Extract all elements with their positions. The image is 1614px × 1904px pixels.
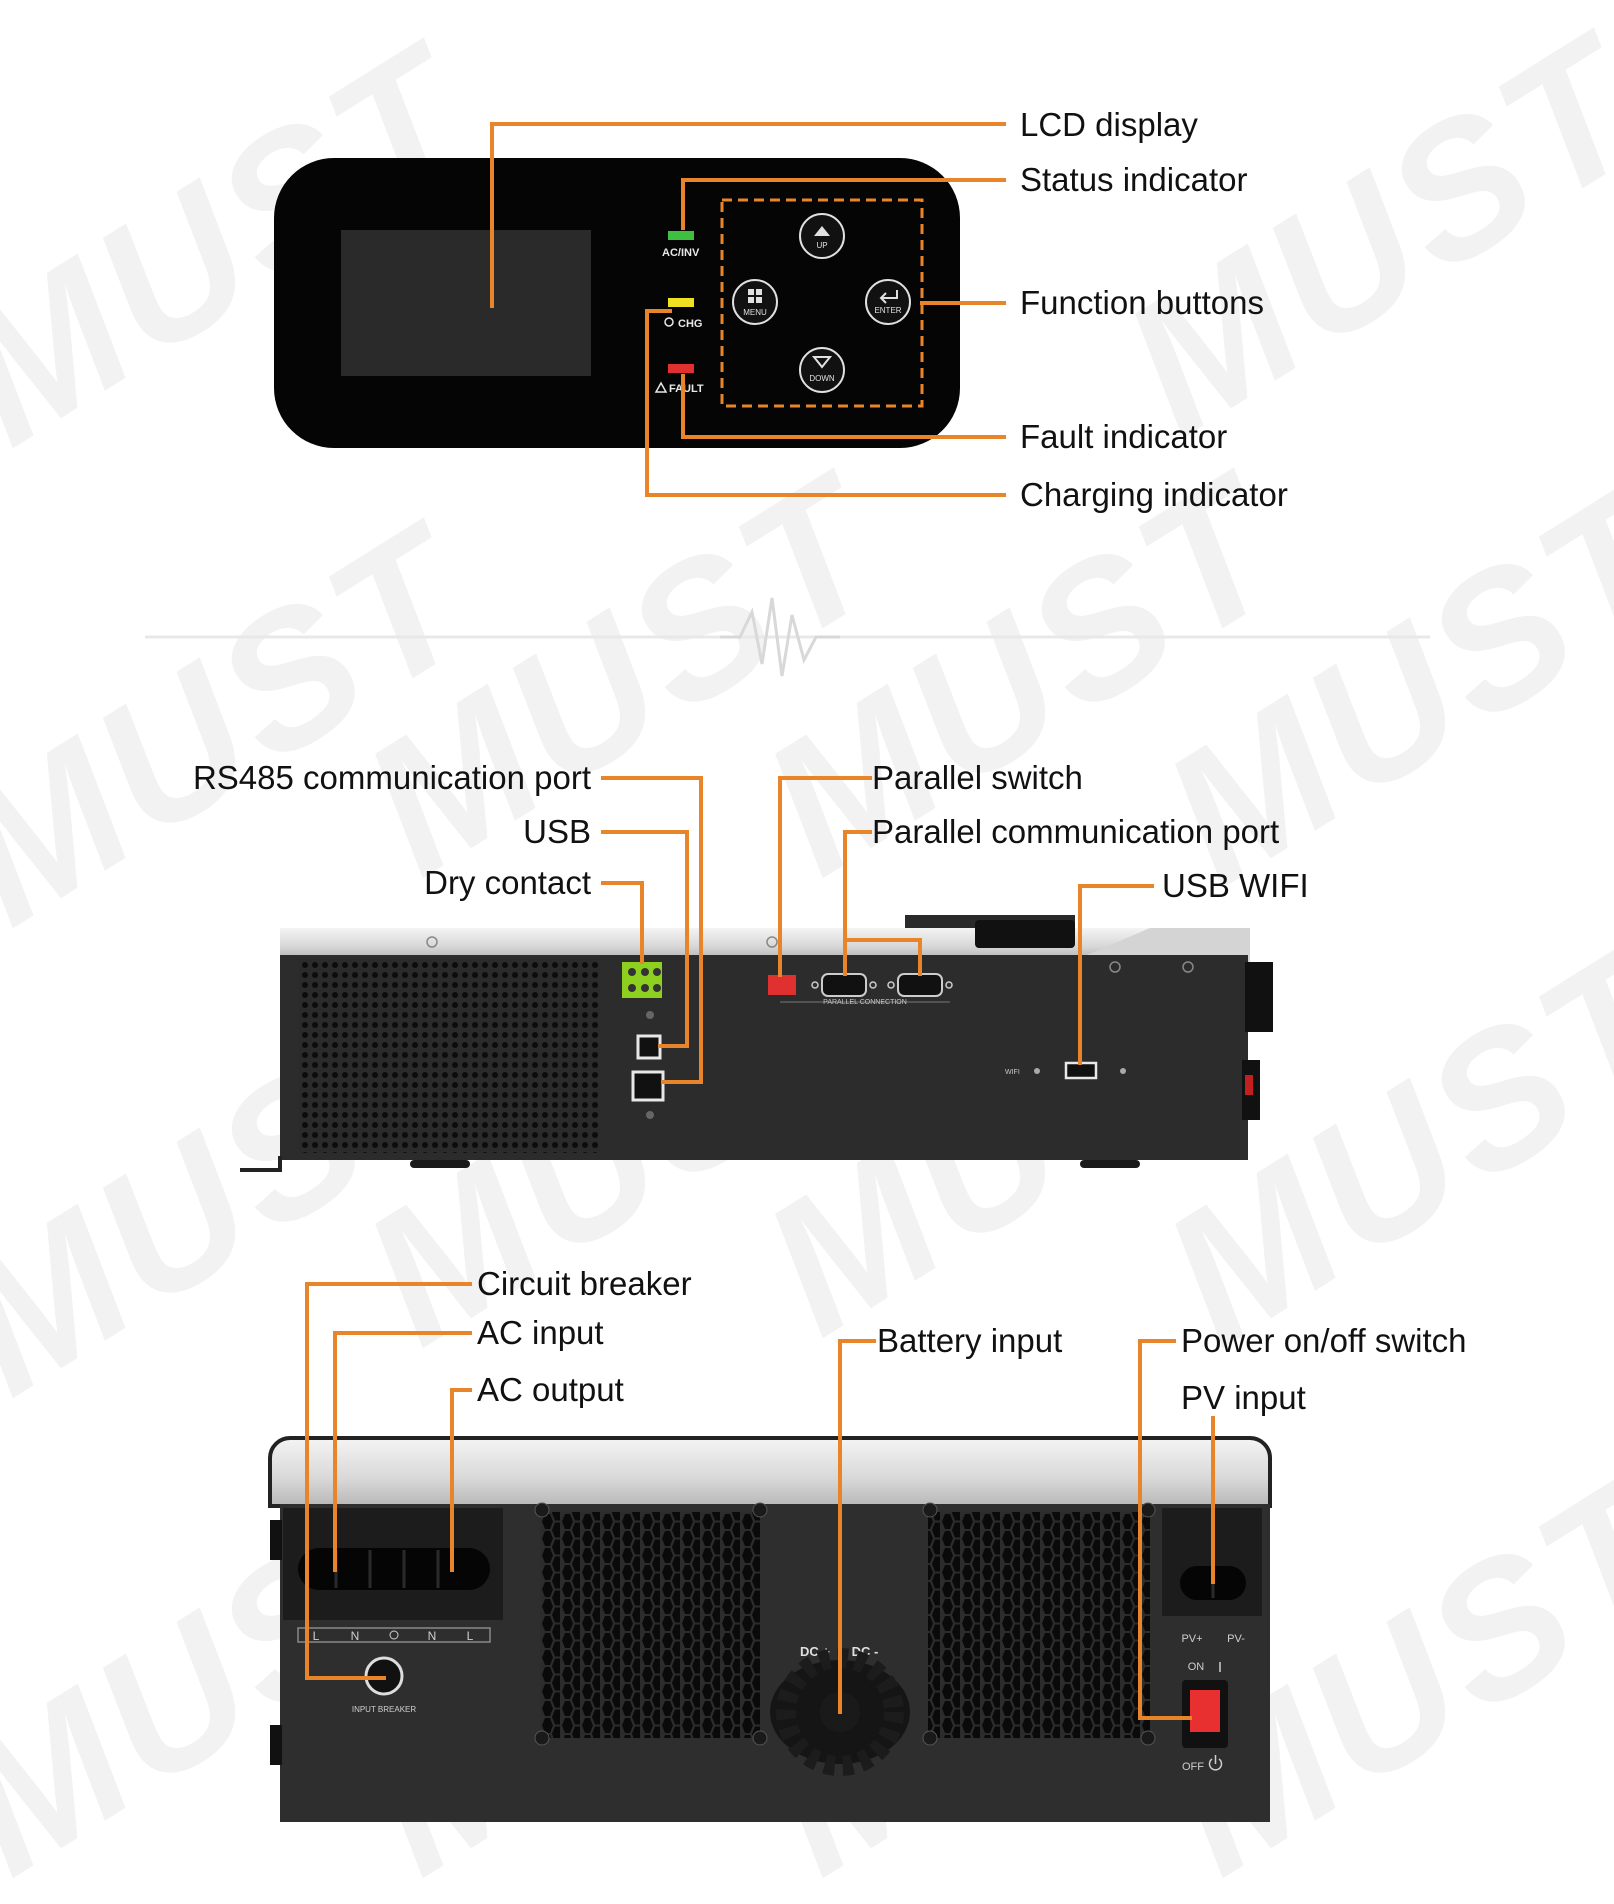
fault-led <box>668 364 694 373</box>
side-panel: PARALLEL CONNECTION WIFI RS485 communica… <box>193 759 1309 1172</box>
fault-leader <box>681 374 1006 439</box>
callout-circuit-breaker: Circuit breaker <box>477 1265 692 1302</box>
up-text: UP <box>816 241 827 250</box>
side-top-rail <box>280 928 1250 958</box>
parallel-port-2[interactable] <box>887 973 953 997</box>
ac-terminal-slot[interactable] <box>298 1548 490 1590</box>
input-breaker-text: INPUT BREAKER <box>352 1705 417 1714</box>
terminal-l1: L <box>313 1629 320 1643</box>
windows-icon <box>748 289 762 303</box>
menu-button[interactable]: MENU <box>732 279 778 325</box>
parallel-switch[interactable] <box>768 975 796 995</box>
callout-charging-indicator: Charging indicator <box>1020 476 1288 513</box>
fault-text: FAULT <box>669 383 704 395</box>
rs485-port[interactable] <box>631 1070 665 1102</box>
parallel-switch-leader <box>778 776 872 977</box>
chg-symbol-icon <box>664 317 674 327</box>
enter-text: ENTER <box>874 306 901 315</box>
callout-lcd-display: LCD display <box>1020 106 1198 143</box>
terminal-n2: N <box>428 1629 437 1643</box>
fan-grille-left <box>540 1512 760 1738</box>
handle <box>975 920 1075 948</box>
menu-text: MENU <box>743 308 767 317</box>
section-divider <box>145 597 1430 677</box>
callout-usb: USB <box>523 813 591 850</box>
callout-battery-input: Battery input <box>877 1322 1062 1359</box>
power-switch[interactable] <box>1190 1690 1220 1732</box>
chg-led <box>668 298 694 307</box>
parallel-port-1[interactable] <box>811 973 877 997</box>
warning-icon <box>654 381 668 393</box>
enter-arrow-icon <box>879 290 898 304</box>
charging-leader <box>645 309 1006 497</box>
callout-power-switch: Power on/off switch <box>1181 1322 1467 1359</box>
terminal-n1: N <box>351 1629 360 1643</box>
off-text: OFF <box>1182 1761 1204 1773</box>
front-panel: AC/INV CHG FAULT UP MENU ENTER <box>274 106 1288 513</box>
pv-plus-text: PV+ <box>1181 1633 1202 1645</box>
parallel-connection-text: PARALLEL CONNECTION <box>823 999 907 1006</box>
dry-contact-leader <box>601 881 644 964</box>
callout-pv-input: PV input <box>1181 1379 1306 1416</box>
waveform-icon <box>720 597 840 677</box>
power-switch-leader <box>1138 1339 1192 1720</box>
bottom-panel: L N N L INPUT BREAKER DC + DC - PV+ PV <box>268 1265 1467 1822</box>
ac-inv-led <box>668 231 694 240</box>
bottom-top-rail <box>268 1436 1272 1508</box>
down-button[interactable]: DOWN <box>799 347 845 393</box>
terminal-label-strip <box>297 1627 491 1643</box>
power-icon <box>1208 1755 1223 1771</box>
callout-ac-input: AC input <box>477 1314 604 1351</box>
chg-text: CHG <box>678 318 702 330</box>
dry-contact-terminal[interactable] <box>622 962 662 998</box>
down-arrow-icon <box>811 356 833 369</box>
ac-output-leader <box>450 1388 472 1572</box>
battery-input-leader <box>838 1339 876 1714</box>
up-arrow-icon <box>814 226 830 236</box>
callout-parallel-port: Parallel communication port <box>872 813 1279 850</box>
function-button-area <box>720 198 924 408</box>
usb-leader <box>601 830 689 1048</box>
callout-fault-indicator: Fault indicator <box>1020 418 1227 455</box>
callout-ac-output: AC output <box>477 1371 624 1408</box>
status-leader <box>681 178 1006 230</box>
parallel-port-leader <box>843 830 872 976</box>
callout-rs485: RS485 communication port <box>193 759 591 796</box>
callout-status-indicator: Status indicator <box>1020 161 1247 198</box>
enter-button[interactable]: ENTER <box>865 279 911 325</box>
usb-wifi-leader <box>1078 884 1154 1065</box>
wifi-text: WIFI <box>1005 1069 1020 1076</box>
circuit-breaker-leader <box>305 1282 472 1680</box>
vent-grille <box>298 958 598 1153</box>
callout-function-buttons: Function buttons <box>1020 284 1264 321</box>
terminal-l2: L <box>467 1629 474 1643</box>
lcd-screen <box>341 230 591 376</box>
callout-dry-contact: Dry contact <box>424 864 591 901</box>
on-text: ON <box>1188 1661 1205 1673</box>
lcd-leader <box>490 122 1006 308</box>
usb-wifi-port[interactable] <box>1064 1061 1098 1080</box>
parallel-port-leader-branch <box>843 938 922 976</box>
usb-port[interactable] <box>636 1034 662 1060</box>
pv-minus-text: PV- <box>1227 1633 1245 1645</box>
up-button[interactable]: UP <box>799 213 845 259</box>
ground-icon <box>389 1630 399 1640</box>
callout-usb-wifi: USB WIFI <box>1162 867 1309 904</box>
callout-parallel-switch: Parallel switch <box>872 759 1083 796</box>
fan-grille-right <box>928 1512 1150 1738</box>
watermark: MUST <box>1089 0 1614 475</box>
down-text: DOWN <box>809 374 835 383</box>
rs485-leader <box>601 776 703 1084</box>
ac-input-leader <box>333 1331 472 1572</box>
ac-inv-text: AC/INV <box>662 247 700 259</box>
